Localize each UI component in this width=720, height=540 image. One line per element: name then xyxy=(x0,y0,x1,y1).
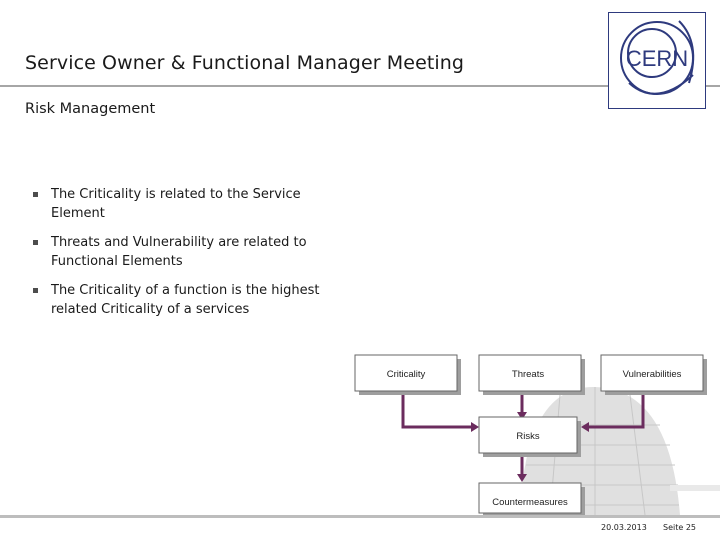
arrowhead xyxy=(517,412,527,420)
arrow-criticality-risks xyxy=(401,392,472,429)
risk-diagram: Criticality Threats Vulnerabilities Risk… xyxy=(340,345,720,519)
arrowhead xyxy=(517,474,527,482)
bullet-text: The Criticality of a function is the hig… xyxy=(51,283,320,317)
bullet-marker xyxy=(33,240,38,245)
box-label: Vulnerabilities xyxy=(623,369,682,380)
arrowhead xyxy=(471,422,479,432)
box-countermeasures: Countermeasures xyxy=(478,482,585,517)
bullet-text: The Criticality is related to the Servic… xyxy=(51,187,301,221)
bullet-marker xyxy=(33,192,38,197)
bullet-item: The Criticality is related to the Servic… xyxy=(33,185,333,223)
box-label: Criticality xyxy=(387,369,426,380)
bullet-text: Threats and Vulnerability are related to… xyxy=(51,235,307,269)
bullet-item: The Criticality of a function is the hig… xyxy=(33,281,333,319)
footer-date: 20.03.2013 xyxy=(601,523,647,532)
box-label: Countermeasures xyxy=(492,497,568,508)
bullet-marker xyxy=(33,288,38,293)
box-risks: Risks xyxy=(478,416,581,457)
cern-logo: CERN xyxy=(608,12,706,109)
slide-subtitle: Risk Management xyxy=(25,101,156,117)
footer-page-number: Seite 25 xyxy=(663,523,697,532)
footer-divider xyxy=(0,515,720,518)
cern-logo-icon: CERN xyxy=(620,20,695,95)
box-vulnerabilities: Vulnerabilities xyxy=(600,354,707,395)
title-divider xyxy=(0,85,720,87)
arrow-vulnerabilities-risks xyxy=(588,392,645,429)
bullet-list: The Criticality is related to the Servic… xyxy=(33,185,333,329)
slide-title: Service Owner & Functional Manager Meeti… xyxy=(25,52,465,74)
logo-text: CERN xyxy=(626,46,688,71)
box-threats: Threats xyxy=(478,354,585,395)
bullet-item: Threats and Vulnerability are related to… xyxy=(33,233,333,271)
box-label: Risks xyxy=(516,431,539,442)
box-criticality: Criticality xyxy=(354,354,461,395)
arrowhead xyxy=(581,422,589,432)
box-label: Threats xyxy=(512,369,544,380)
